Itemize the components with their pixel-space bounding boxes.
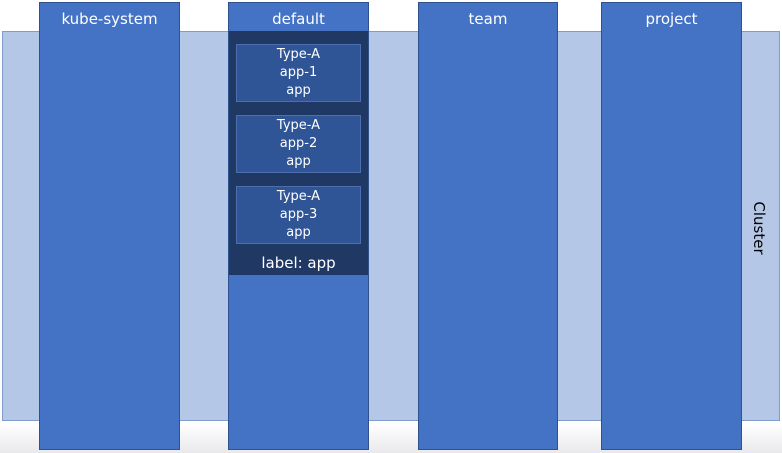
pod-type: Type-A	[276, 189, 321, 204]
namespace-title: team	[468, 10, 508, 28]
namespace-team: team	[418, 2, 558, 450]
namespace-kube-system: kube-system	[39, 2, 180, 450]
pod-label: app	[286, 225, 311, 240]
pod-type: Type-A	[276, 47, 321, 62]
namespace-project: project	[601, 2, 742, 450]
pod-label: app	[286, 83, 311, 98]
pod-app-2: Type-A app-2 app	[236, 115, 361, 173]
cluster-label: Cluster	[750, 201, 768, 255]
pod-type: Type-A	[276, 118, 321, 133]
namespace-title: project	[645, 10, 698, 28]
selector-label: label: app	[261, 254, 336, 272]
pod-app-1: Type-A app-1 app	[236, 44, 361, 102]
namespace-title: kube-system	[61, 10, 158, 28]
namespace-title: default	[272, 10, 325, 28]
pod-name: app-3	[279, 207, 318, 222]
pod-app-3: Type-A app-3 app	[236, 186, 361, 244]
pod-name: app-2	[279, 136, 318, 151]
pod-label: app	[286, 154, 311, 169]
pod-name: app-1	[279, 65, 318, 80]
